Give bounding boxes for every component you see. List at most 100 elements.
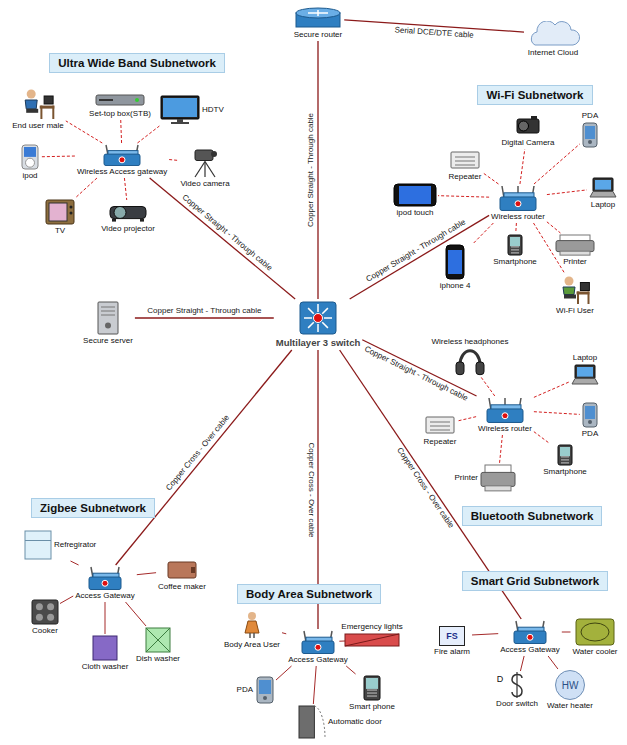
switch-node: Multilayer 3 switch — [274, 299, 362, 350]
wireless-link — [534, 144, 580, 184]
icon-part — [560, 447, 570, 456]
device-node: Dish washer — [134, 626, 182, 665]
icon-part — [47, 614, 54, 621]
icon-part — [32, 600, 58, 624]
wireless-link — [547, 190, 587, 195]
device-label: Emergency lights — [340, 622, 403, 632]
device-node: Emergency lights — [339, 621, 404, 648]
wgw-icon — [102, 144, 142, 166]
device-label: Video camera — [179, 179, 230, 189]
device-label: PDA — [581, 111, 599, 121]
icon-part — [46, 200, 74, 224]
device-link — [472, 634, 498, 635]
device-label: Smart phone — [348, 702, 396, 712]
device-label: HDTV — [201, 105, 225, 115]
wireless-link — [483, 173, 498, 184]
icon-part — [146, 628, 170, 652]
device-node: Smartphone — [491, 233, 539, 268]
device-label: Access Gateway — [74, 591, 136, 601]
subnetwork-title: Bluetooth Subnetwork — [462, 506, 603, 526]
device-node: HWWater heater — [545, 669, 595, 712]
symbol-text: HW — [555, 670, 585, 700]
icon-part — [317, 304, 319, 312]
device-node: Smart phone — [347, 674, 397, 713]
icon-part — [481, 472, 515, 486]
icon-part — [204, 162, 205, 178]
device-node: End user male — [10, 87, 66, 132]
icon-part — [47, 603, 54, 610]
device-node: iphone 4 — [438, 243, 473, 292]
icon-part — [581, 623, 609, 641]
icon-part — [430, 422, 450, 423]
wireless-link — [515, 223, 517, 233]
device-label: Laptop — [590, 200, 616, 210]
device-link — [282, 633, 286, 634]
icon-part — [40, 106, 42, 119]
icon-part — [588, 292, 590, 305]
device-node: Automatic door — [297, 704, 384, 740]
icon-part — [102, 580, 108, 586]
cable-label: Copper Cross - Over cable — [306, 441, 316, 538]
smart-icon — [507, 234, 523, 256]
gateway-node: Secure router — [292, 6, 344, 41]
icon-part — [455, 157, 475, 158]
icon-part — [451, 152, 479, 168]
icon-part — [322, 322, 328, 328]
device-label: Access Gateway — [287, 655, 349, 665]
wrouter-icon — [498, 185, 538, 211]
device-node: Secure server — [81, 300, 135, 347]
icon-part — [101, 307, 115, 308]
icon-part — [561, 462, 569, 464]
icon-part — [516, 672, 517, 698]
cooler-icon — [575, 618, 615, 646]
device-label: Internet Cloud — [527, 48, 579, 58]
device-label: Wireless Access gateway — [76, 167, 168, 177]
icon-part — [519, 121, 529, 131]
icon-part — [564, 295, 576, 299]
icon-part — [590, 192, 616, 197]
device-node: Cooker — [30, 598, 60, 637]
icon-part — [248, 612, 256, 620]
icon-part — [52, 106, 54, 119]
phone-icon — [445, 244, 465, 280]
gateway-node: Access Gateway — [73, 565, 137, 602]
wrouter-icon — [485, 397, 525, 423]
cooker-icon — [31, 599, 59, 625]
icon-part — [317, 324, 319, 332]
wireless-link — [458, 417, 476, 421]
title-text: Zigbee Subnetwork — [40, 502, 146, 514]
wireless-link — [124, 178, 126, 200]
icon-part — [25, 531, 51, 559]
icon-part — [296, 8, 340, 18]
icon-part — [511, 246, 519, 248]
subnetwork-title: Zigbee Subnetwork — [31, 498, 155, 518]
laptop-icon — [588, 177, 618, 199]
cable-label: Serial DCE/DTE cable — [393, 25, 475, 40]
cable-label: Copper Straight - Through cable — [362, 344, 471, 404]
device-label: Multilayer 3 switch — [275, 337, 361, 349]
cloud-icon — [525, 21, 581, 47]
device-node: Wi-Fi User — [554, 274, 596, 317]
icon-part — [426, 417, 454, 433]
icon-part — [345, 634, 399, 646]
device-node: Repeater — [447, 148, 484, 183]
icon-part — [565, 277, 574, 286]
icon-part — [430, 430, 450, 431]
coffee-icon — [167, 559, 197, 581]
icon-part — [119, 157, 125, 163]
router-icon — [295, 7, 341, 29]
icon-part — [448, 250, 462, 274]
cloth-icon — [92, 635, 118, 661]
device-link — [126, 602, 147, 626]
icon-part — [36, 614, 43, 621]
fridge-icon — [24, 530, 52, 560]
icon-part — [527, 634, 533, 640]
device-label: Laptop — [572, 353, 598, 363]
device-label: Refregirator — [53, 540, 97, 550]
icon-part — [446, 245, 464, 279]
icon-part — [345, 634, 399, 646]
icon-part — [583, 123, 597, 147]
lights-icon — [344, 633, 400, 647]
icon-part — [300, 302, 336, 334]
